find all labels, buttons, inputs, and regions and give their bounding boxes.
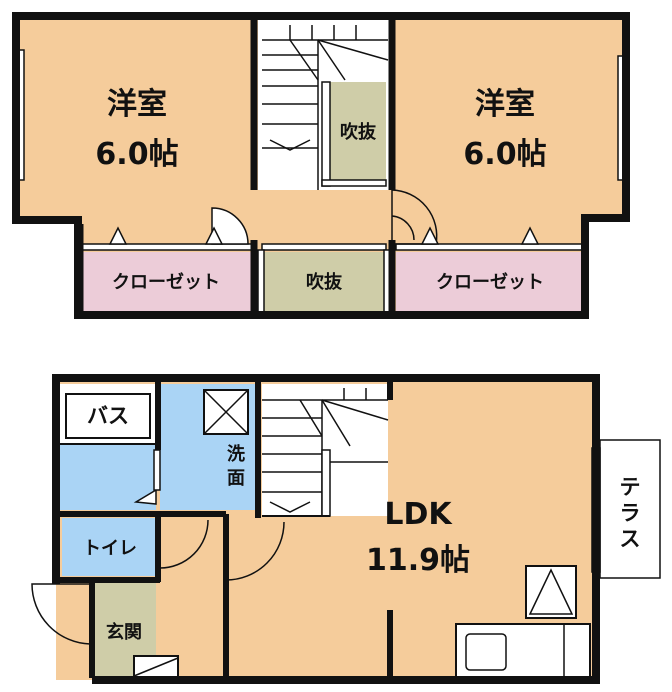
void-bottom-label: 吹抜 [306,271,343,293]
washroom-label-1: 洗 [227,443,245,465]
room-left-size: 6.0帖 [95,137,178,172]
upper-interior-walls [79,81,583,313]
ldk-size: 11.9帖 [366,543,470,578]
ldk-name: LDK [384,497,453,532]
lower-stairs [262,388,389,516]
room-right-name: 洋室 [475,87,535,122]
terrace [599,439,661,579]
bathtub [65,393,151,439]
entrance-label: 玄関 [106,621,142,643]
washroom-label-2: 面 [227,468,245,489]
upper-floor: 洋室 6.0帖 洋室 6.0帖 吹抜 吹抜 クローゼット クローゼット [12,12,630,319]
void-top [330,82,386,182]
toilet-area [62,518,156,576]
upper-stairs [262,25,389,190]
kitchen-sink [465,633,507,671]
closet-left-label: クローゼット [112,271,220,293]
upper-outer-wall [12,12,630,319]
lower-floor: バス 洗 面 トイレ 玄関 LDK 11.9帖 テ ラ ス [31,374,661,684]
room-right-size: 6.0帖 [463,137,546,172]
toilet-label: トイレ [83,538,137,559]
lower-interior-walls [58,382,393,678]
bath-label: バス [87,404,129,428]
closet-left [80,252,252,312]
upper-partition-walls [76,18,396,314]
lower-doors [31,449,285,645]
upper-doors [108,189,540,245]
refrigerator [525,565,577,619]
closet-right [396,252,582,312]
lower-outer-wall [52,374,600,684]
void-bottom [262,252,386,312]
terrace-label-3: ス [620,527,641,551]
terrace-label-1: テ [620,475,641,499]
closet-right-label: クローゼット [436,271,544,293]
void-top-label: 吹抜 [340,121,377,143]
terrace-label-2: ラ [620,501,641,525]
room-left-name: 洋室 [107,87,167,122]
